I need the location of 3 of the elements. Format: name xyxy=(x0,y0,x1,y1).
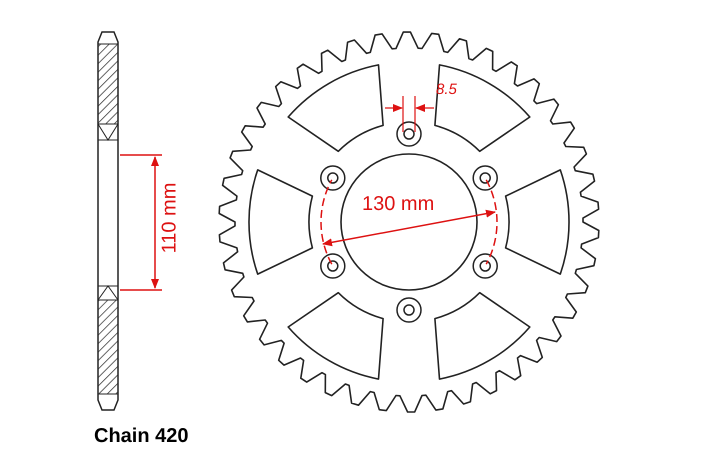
dimension-label: Chain 420 xyxy=(94,426,188,446)
dimension-label: 130 mm xyxy=(362,194,434,214)
dimension-label: 110 mm xyxy=(159,182,180,254)
